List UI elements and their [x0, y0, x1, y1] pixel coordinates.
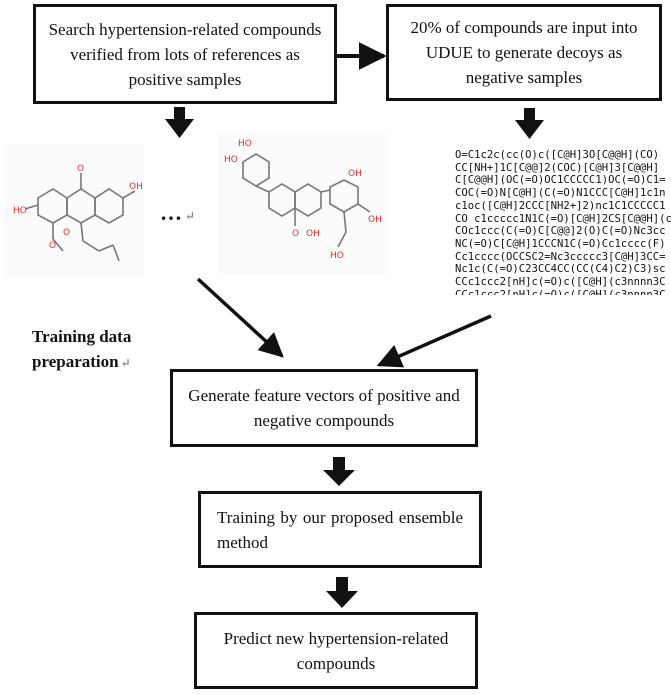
smiles-line: COc1ccc(C(=O)C[C@@]2(O)C(=O)Nc3cc	[455, 225, 666, 238]
smiles-line: C[C@@H](OC(=O)OC1CCCCC1)OC(=O)C1=	[455, 174, 666, 187]
block-arrow-to-training	[323, 457, 355, 486]
predict-new-compounds-box: Predict new hypertension-related compoun…	[194, 612, 478, 689]
block-arrow-left-top	[165, 107, 194, 138]
block-arrow-to-predict	[326, 577, 358, 608]
svg-text:OH: OH	[129, 182, 143, 192]
label-paragraph-mark: ↵	[120, 356, 131, 370]
smiles-line: COC(=O)N[C@H](C(=O)N1CCC[C@H]1c1n	[455, 187, 666, 200]
paragraph-mark: ↵	[185, 209, 197, 223]
arrow-positives-to-features	[196, 277, 284, 358]
smiles-line: CC[NH+]1C[C@@]2(COC)[C@H]3[C@@H]	[455, 161, 660, 174]
smiles-line: Cc1cccc(OCCSC2=Nc3ccccc3[C@H]3CC=	[455, 250, 666, 263]
smiles-line: Nc1c(C(=O)C23CC4CC(CC(C4)C2)C3)sc	[455, 263, 666, 276]
molecule-image-2: HO HO O OH OH OH HO	[218, 132, 388, 274]
ellipsis-text: …	[160, 200, 183, 225]
smiles-line: O=C1c2c(cc(O)c([C@H]3O[C@@H](CO)	[455, 149, 660, 161]
ellipsis: …↵	[160, 200, 196, 226]
block-arrow-right-top	[515, 108, 544, 139]
training-ensemble-box: Training by our proposed ensemble method	[198, 491, 482, 568]
svg-text:HO: HO	[13, 206, 27, 216]
search-positive-samples-box: Search hypertension-related compounds ve…	[33, 4, 337, 104]
training-label-text: Training data preparation	[32, 327, 132, 371]
svg-text:OH: OH	[368, 215, 382, 225]
generate-feature-vectors-box: Generate feature vectors of positive and…	[170, 369, 478, 447]
decoys-negative-samples-box: 20% of compounds are input into UDUE to …	[386, 4, 662, 101]
training-box-text: Training by our proposed ensemble method	[217, 507, 463, 552]
smiles-line: CCc1ccc2[nH]c(=O)c([C@H](c3nnnn3C	[455, 276, 666, 289]
smiles-line: CCc1ccc2[nH]c(=O)c([C@H](c3nnnn3C	[455, 288, 666, 295]
search-box-text: Search hypertension-related compounds ve…	[48, 19, 322, 89]
smiles-list: O=C1c2c(cc(O)c([C@H]3O[C@@H](CO)CC[NH+]1…	[455, 149, 671, 295]
svg-text:O: O	[292, 229, 299, 239]
arrow-negatives-to-features	[376, 314, 492, 368]
molecule-image-1: O O HO OH O	[3, 143, 143, 278]
svg-text:O: O	[77, 164, 84, 174]
svg-text:HO: HO	[330, 251, 344, 261]
smiles-line: CO c1ccccc1N1C(=O)[C@H]2CS[C@@H](c	[455, 212, 671, 225]
svg-text:O: O	[49, 241, 56, 251]
decoys-box-text: 20% of compounds are input into UDUE to …	[410, 18, 638, 87]
svg-text:HO: HO	[224, 155, 238, 165]
features-box-text: Generate feature vectors of positive and…	[188, 386, 460, 430]
smiles-line: c1oc([C@H]2CCC[NH2+]2)nc1C1CCCCC1	[455, 199, 666, 212]
svg-text:OH: OH	[348, 169, 362, 179]
training-data-preparation-label: Training data preparation↵	[32, 324, 152, 376]
svg-text:OH: OH	[306, 229, 320, 239]
predict-box-text: Predict new hypertension-related compoun…	[223, 628, 449, 673]
svg-text:O: O	[63, 228, 70, 238]
svg-text:HO: HO	[238, 139, 252, 149]
smiles-line: NC(=O)C[C@H]1CCCN1C(=O)Cc1cccc(F)	[455, 237, 666, 250]
